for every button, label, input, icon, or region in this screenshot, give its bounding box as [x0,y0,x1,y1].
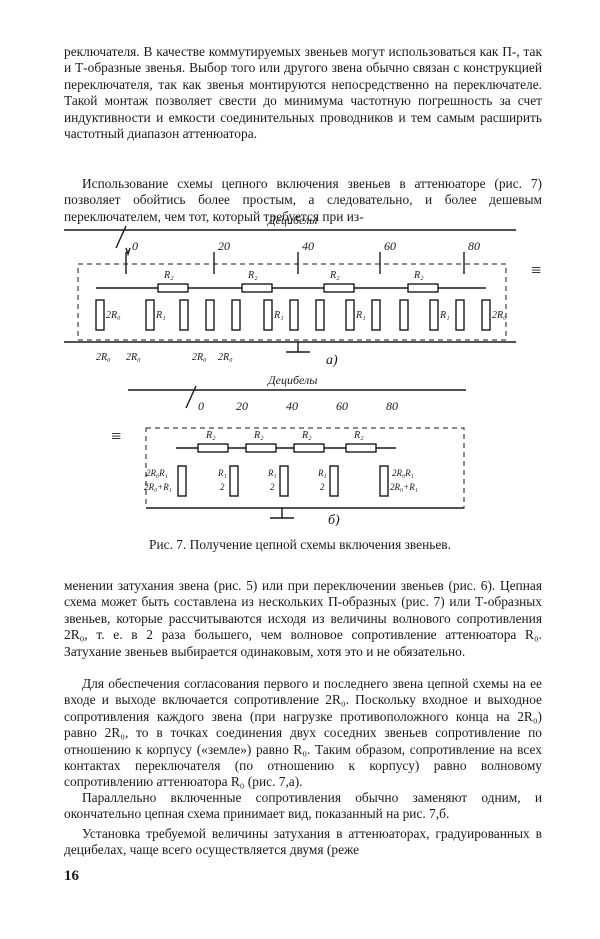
tap-b-20: 20 [236,399,248,413]
r2-label-b4: R₂ [353,430,364,441]
paragraph-4: Для обеспечения согласования первого и п… [64,676,542,790]
r2-label-a2: R₂ [247,270,258,281]
equiv-symbol-a: ≡ [530,260,542,280]
tap-a-20: 20 [218,239,230,253]
figure-caption: Рис. 7. Получение цепной схемы включения… [149,537,451,552]
tap-a-40: 40 [302,239,314,253]
figure-7a-circuit [64,225,516,353]
frac-num-b-left: 2R₀R₁ [146,468,168,478]
frac-num-b-1: R₁ [217,468,227,478]
r2-label-a1: R₂ [163,270,174,281]
figure-b-label: б) [328,513,340,526]
tap-a-60: 60 [384,239,396,253]
figure-a-label: а) [326,353,338,368]
r1-label-a3: R₁ [355,310,366,321]
frac-den-b-left: 2R₀+R₁ [144,482,172,492]
r0x2-label-a5: 2R₀ [192,352,207,363]
tap-b-0: 0 [198,399,204,413]
r0x2-label-a2: 2R₀ [492,310,507,321]
frac-den-b-1: 2 [220,482,225,492]
equiv-symbol-b: ≡ [110,426,122,446]
frac-den-b-right: 2R₀+R₁ [390,482,418,492]
r1-label-a1: R₁ [155,310,166,321]
tap-b-80: 80 [386,399,398,413]
figure-a-title: Децибелы [267,214,317,227]
r2-label-b1: R₂ [205,430,216,441]
figure-b-title: Децибелы [267,373,317,387]
r1-label-a2: R₁ [273,310,284,321]
paragraph-5: Параллельно включенные сопротивления обы… [64,790,542,822]
paragraph-6: Установка требуемой величины затухания в… [64,826,542,858]
tap-b-60: 60 [336,399,348,413]
r0x2-label-a3: 2R₀ [96,352,111,363]
r2-label-a3: R₂ [329,270,340,281]
r0x2-label-a6: 2R₀ [218,352,233,363]
figure-7: Децибелы а) ≡ 0 20 40 60 80 R₂ R₂ R₂ R₂ … [64,214,542,526]
r2-label-a4: R₂ [413,270,424,281]
frac-num-b-right: 2R₀R₁ [392,468,414,478]
paragraph-1: реключателя. В качестве коммутируемых зв… [64,44,542,142]
r1-label-a4: R₁ [439,310,450,321]
figure-7b-circuit [128,385,466,519]
paragraph-2: Использование схемы цепного включения зв… [64,176,542,224]
r2-label-b3: R₂ [301,430,312,441]
tap-b-40: 40 [286,399,298,413]
frac-den-b-2: 2 [270,482,275,492]
frac-num-b-2: R₁ [267,468,277,478]
r0x2-label-a4: 2R₀ [126,352,141,363]
frac-den-b-3: 2 [320,482,325,492]
frac-num-b-3: R₁ [317,468,327,478]
r2-label-b2: R₂ [253,430,264,441]
tap-a-0: 0 [132,239,138,253]
r0x2-label-a1: 2R₀ [106,310,121,321]
paragraph-3: менении затухания звена (рис. 5) или при… [64,578,542,659]
page-number: 16 [64,868,79,884]
tap-a-80: 80 [468,239,480,253]
